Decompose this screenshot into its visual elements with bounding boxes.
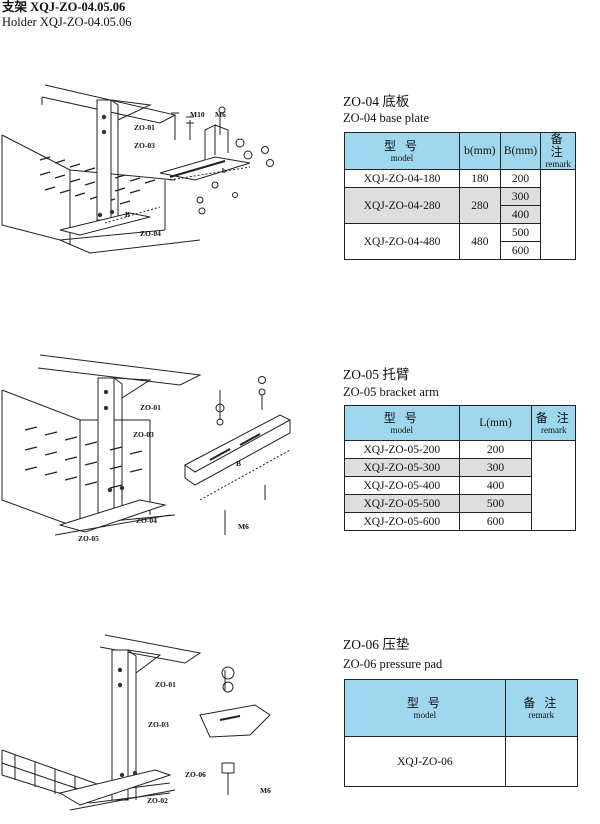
table-row: XQJ-ZO-06 <box>344 736 579 787</box>
label-m6: M6 <box>260 786 271 795</box>
label-m6: M6 <box>215 110 226 119</box>
label-zo-03: ZO-03 <box>133 430 154 439</box>
remark-cell <box>504 736 579 787</box>
col-header-b: b(mm) <box>459 132 501 170</box>
header-title-zh: 支架 XQJ-ZO-04.05.06 <box>2 0 126 14</box>
document-header: 支架 XQJ-ZO-04.05.06 Holder XQJ-ZO-04.05.0… <box>2 0 132 30</box>
col-header-remark: 备 注 remark <box>540 132 576 170</box>
section-subtitle-bracket-arm: ZO-05 bracket arm <box>343 385 439 399</box>
header-title-en: Holder XQJ-ZO-04.05.06 <box>2 15 132 29</box>
section-title-bracket-arm: ZO-05 托臂 <box>343 367 410 382</box>
pressure-pad-drawing: ZO-01 ZO-03 ZO-06 ZO-02 M6 <box>1 634 271 811</box>
col-header-B: B(mm) <box>499 132 542 170</box>
label-zo-02: ZO-02 <box>147 796 168 805</box>
table-row: XQJ-ZO-05-600 600 <box>344 512 576 531</box>
col-header-model: 型 号 model <box>344 679 506 737</box>
label-zo-04: ZO-04 <box>136 516 157 525</box>
bracket-arm-table: 型 号 model L(mm) 备 注 remark XQJ-ZO-05-200… <box>344 405 576 531</box>
label-zo-05: ZO-05 <box>78 534 99 543</box>
base-plate-table: 型 号 model b(mm) B(mm) 备 注 remark XQJ-ZO-… <box>343 132 576 260</box>
table-row: XQJ-ZO-04-280 280 300 <box>343 187 576 224</box>
table-row: XQJ-ZO-05-200 200 <box>344 440 576 531</box>
table-row: 600 <box>345 241 576 260</box>
label-zo-01: ZO-01 <box>134 123 155 132</box>
label-zo-01: ZO-01 <box>155 680 176 689</box>
label-zo-06: ZO-06 <box>185 770 206 779</box>
col-header-model: 型 号 model <box>344 405 460 441</box>
remark-cell <box>540 169 576 260</box>
base-plate-drawing: ZO-01 ZO-03 ZO-04 M10 M6 B b <box>1 84 274 254</box>
table-row: XQJ-ZO-05-300 300 <box>344 458 576 477</box>
label-zo-01: ZO-01 <box>140 403 161 412</box>
col-header-L: L(mm) <box>458 405 533 441</box>
label-m10: M10 <box>190 110 205 119</box>
label-m6: M6 <box>238 522 249 531</box>
col-header-remark: 备 注 remark <box>504 679 579 737</box>
col-header-model: 型 号 model <box>343 132 461 170</box>
label-dim-B: B <box>125 210 130 219</box>
table-row: 400 <box>345 205 576 224</box>
label-dim-B: B <box>236 459 241 468</box>
table-row: XQJ-ZO-04-180 180 200 <box>343 169 576 260</box>
remark-cell <box>531 440 576 531</box>
section-title-pressure-pad: ZO-06 压垫 <box>343 637 410 652</box>
label-zo-03: ZO-03 <box>134 141 155 150</box>
bracket-arm-drawing: ZO-01 ZO-03 ZO-04 ZO-05 B M6 <box>1 354 292 543</box>
section-subtitle-base-plate: ZO-04 base plate <box>343 111 430 125</box>
section-title-base-plate: ZO-04 底板 <box>343 94 410 109</box>
section-subtitle-pressure-pad: ZO-06 pressure pad <box>343 657 443 671</box>
pressure-pad-table: 型 号 model 备 注 remark XQJ-ZO-06 <box>344 679 579 787</box>
label-dim-b: b <box>222 166 226 175</box>
label-zo-04: ZO-04 <box>140 229 161 238</box>
label-zo-03: ZO-03 <box>148 720 169 729</box>
table-row: XQJ-ZO-04-480 480 500 <box>343 223 576 260</box>
col-header-remark: 备 注 remark <box>531 405 576 441</box>
